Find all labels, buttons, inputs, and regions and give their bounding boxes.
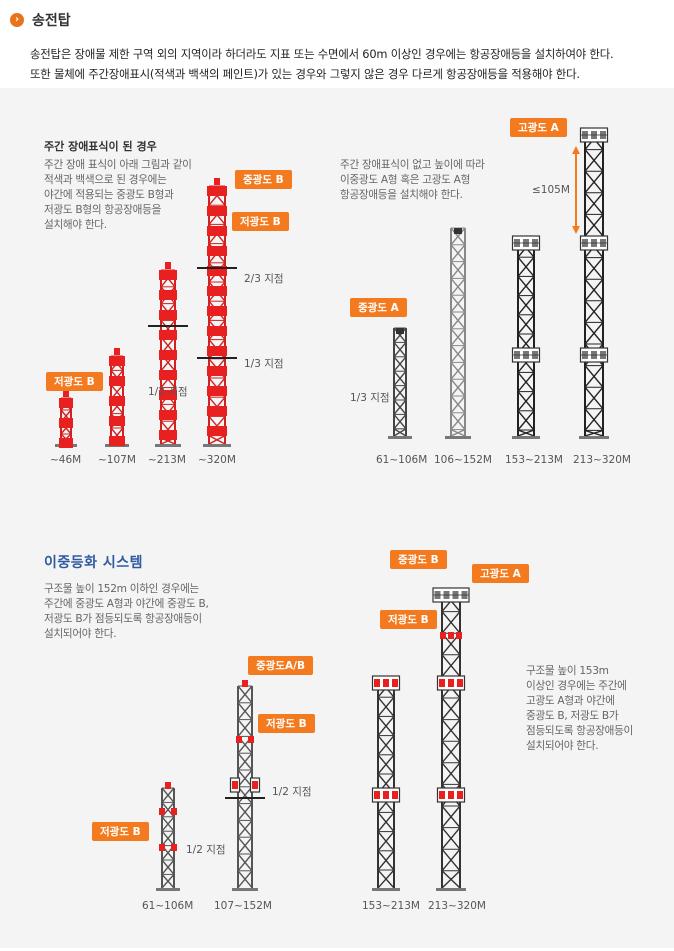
tower-s4-0 — [372, 677, 400, 891]
caption-153-213m: 153~213M — [505, 454, 563, 466]
intro-line-2: 또한 물체에 주간장애표시(적색과 백색의 페인트)가 있는 경우와 그렇지 않… — [30, 67, 580, 81]
label-one-third-2: 1/3 지점 — [350, 392, 390, 404]
intro-line-1: 송전탑은 장애물 제한 구역 외의 지역이라 하더라도 지표 또는 수면에서 6… — [30, 47, 614, 61]
sec2-description: 주간 장애표식이 없고 높이에 따라 이중광도 A형 혹은 고광도 A형 항공장… — [340, 159, 485, 201]
sec4-description: 구조물 높이 153m 이상인 경우에는 주간에 고광도 A형과 야간에 중광도… — [526, 665, 633, 752]
tower-s3-0 — [156, 787, 180, 891]
label-half: 1/2 지점 — [148, 386, 188, 398]
caption-107m: ~107M — [98, 454, 136, 466]
sec3-description: 구조물 높이 152m 이하인 경우에는 주간에 중광도 A형과 야간에 중광도… — [44, 583, 209, 640]
tower-s2-3 — [579, 127, 609, 439]
tower-s2-0 — [388, 327, 412, 439]
tag-high-a: 고광도 A — [510, 118, 567, 137]
tower-s2-2 — [512, 237, 540, 439]
caption-320m: ~320M — [198, 454, 236, 466]
sec3-heading: 이중등화 시스템 — [44, 555, 144, 571]
tag-mid-b: 중광도 B — [235, 170, 292, 189]
section-header: › 송전탑 — [10, 10, 71, 30]
illustration-panel: 주간 장애표식이 된 경우 주간 장애 표식이 아래 그림과 같이 적색과 백색… — [0, 88, 674, 948]
label-one-third: 1/3 지점 — [244, 358, 284, 370]
tower-illustrations — [55, 127, 609, 891]
tower-s2-1 — [445, 227, 471, 439]
label-spacing-105m: ≤105M — [532, 184, 570, 196]
caption-213-320m: 213~320M — [573, 454, 631, 466]
tag-mid-a: 중광도 A — [350, 298, 407, 317]
caption-153-213m-b: 153~213M — [362, 900, 420, 912]
tag-low-b-4: 저광도 B — [380, 610, 437, 629]
label-half-right: 1/2 지점 — [272, 786, 312, 798]
tag-low-b-small: 저광도 B — [92, 822, 149, 841]
tag-low-b-right: 저광도 B — [258, 714, 315, 733]
caption-61-106m: 61~106M — [376, 454, 428, 466]
tag-mid-b-4: 중광도 B — [390, 550, 447, 569]
caption-61-106m-b: 61~106M — [142, 900, 194, 912]
caption-107-152m: 107~152M — [214, 900, 272, 912]
caption-213m: ~213M — [148, 454, 186, 466]
tag-low-b-top: 저광도 B — [232, 212, 289, 231]
page-title: 송전탑 — [32, 13, 71, 29]
sec1-heading: 주간 장애표식이 된 경우 — [44, 140, 157, 153]
tag-high-a-4: 고광도 A — [472, 564, 529, 583]
chevron-right-icon: › — [10, 13, 24, 27]
tag-mid-a-b: 중광도A/B — [248, 656, 313, 675]
tag-low-b-left: 저광도 B — [46, 372, 103, 391]
caption-46m: ~46M — [50, 454, 82, 466]
label-half-left: 1/2 지점 — [186, 844, 226, 856]
caption-106-152m: 106~152M — [434, 454, 492, 466]
intro-text: 송전탑은 장애물 제한 구역 외의 지역이라 하더라도 지표 또는 수면에서 6… — [30, 44, 660, 84]
label-two-thirds: 2/3 지점 — [244, 273, 284, 285]
sec1-description: 주간 장애 표식이 아래 그림과 같이 적색과 백색으로 된 경우에는 야간에 … — [44, 159, 192, 231]
caption-213-320m-b: 213~320M — [428, 900, 486, 912]
